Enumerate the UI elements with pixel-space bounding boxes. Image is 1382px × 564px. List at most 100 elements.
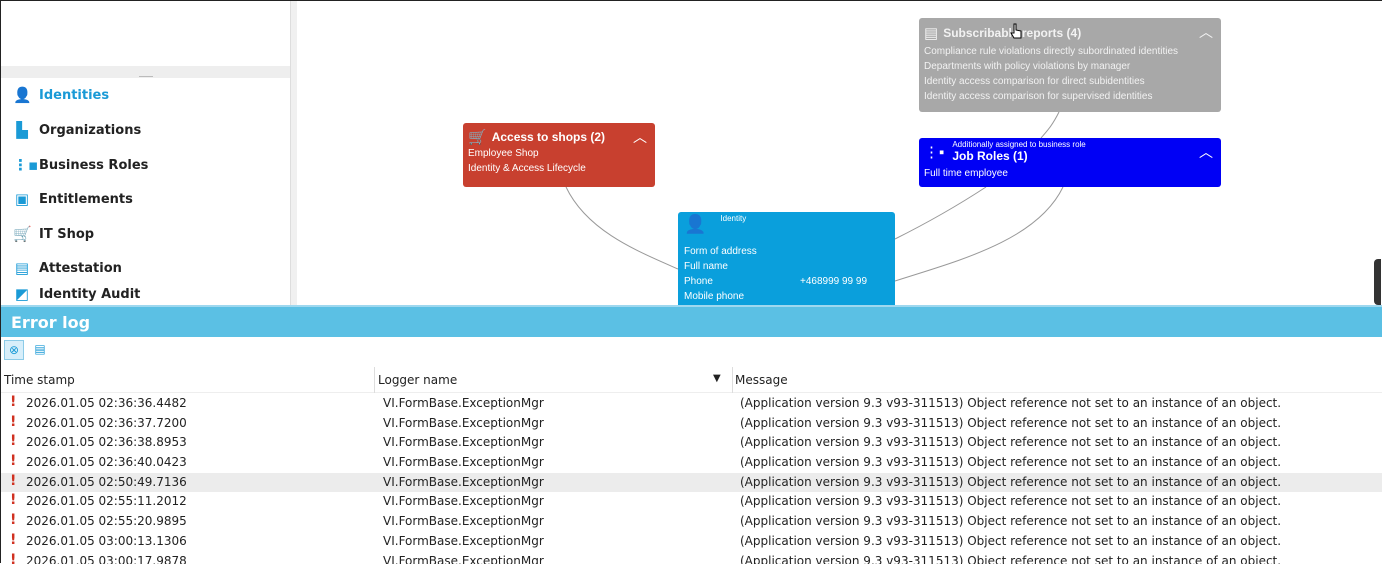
error-icon: ! bbox=[10, 394, 16, 410]
timestamp-cell: 2026.01.05 02:50:49.7136 bbox=[26, 475, 187, 489]
card-item[interactable]: Departments with policy violations by ma… bbox=[924, 59, 1216, 74]
error-icon: ! bbox=[10, 414, 16, 430]
error-icon: ! bbox=[10, 433, 16, 449]
column-header-message[interactable]: Message bbox=[735, 373, 788, 387]
sidebar-item-it-shop[interactable]: 🛒 IT Shop bbox=[13, 225, 94, 243]
card-item[interactable]: Employee Shop bbox=[468, 146, 650, 161]
hyperview-canvas: 🛒 Access to shops (2) ︿ Employee Shop Ide… bbox=[297, 1, 1382, 305]
message-cell: (Application version 9.3 v93-311513) Obj… bbox=[740, 455, 1281, 469]
timestamp-cell: 2026.01.05 02:55:11.2012 bbox=[26, 494, 187, 508]
connector-jobroles-1 bbox=[895, 187, 986, 239]
sidebar-item-attestation[interactable]: ▤ Attestation bbox=[13, 259, 122, 277]
table-row[interactable]: ! 2026.01.05 02:36:38.8953 VI.FormBase.Exc… bbox=[1, 433, 1382, 453]
connector-jobroles-2 bbox=[895, 187, 1063, 281]
card-subtitle: Additionally assigned to business role bbox=[952, 140, 1085, 149]
field-label: Mobile phone bbox=[684, 291, 744, 302]
logger-cell: VI.FormBase.ExceptionMgr bbox=[383, 475, 544, 489]
table-row[interactable]: ! 2026.01.05 02:55:11.2012 VI.FormBase.Exc… bbox=[1, 492, 1382, 512]
timestamp-cell: 2026.01.05 03:00:13.1306 bbox=[26, 534, 187, 548]
card-subtitle: Identity bbox=[720, 214, 746, 244]
pane-splitter[interactable] bbox=[290, 1, 297, 305]
certificate-icon: ▤ bbox=[13, 259, 31, 277]
logger-cell: VI.FormBase.ExceptionMgr bbox=[383, 416, 544, 430]
collapse-chevron-icon[interactable]: ︿ bbox=[633, 127, 647, 147]
message-cell: (Application version 9.3 v93-311513) Obj… bbox=[740, 435, 1281, 449]
clear-log-button[interactable]: ⊗ bbox=[4, 340, 24, 360]
identity-card[interactable]: 👤 Identity Form of address Full name Phon… bbox=[678, 212, 895, 305]
timestamp-cell: 2026.01.05 03:00:17.9878 bbox=[26, 554, 187, 564]
hierarchy-icon: ⋮▪ bbox=[13, 156, 31, 174]
logger-cell: VI.FormBase.ExceptionMgr bbox=[383, 554, 544, 564]
timestamp-cell: 2026.01.05 02:36:36.4482 bbox=[26, 396, 187, 410]
column-header-timestamp[interactable]: Time stamp bbox=[4, 373, 75, 387]
logger-cell: VI.FormBase.ExceptionMgr bbox=[383, 534, 544, 548]
collapse-chevron-icon[interactable]: ︿ bbox=[1199, 142, 1213, 162]
person-icon: 👤 bbox=[13, 86, 31, 104]
phone-value: +468999 99 99 bbox=[800, 274, 867, 289]
logger-cell: VI.FormBase.ExceptionMgr bbox=[383, 514, 544, 528]
card-item[interactable]: Identity access comparison for supervise… bbox=[924, 89, 1216, 104]
sidebar-item-identity-audit[interactable]: ◩Identity Audit bbox=[13, 285, 140, 303]
message-cell: (Application version 9.3 v93-311513) Obj… bbox=[740, 514, 1281, 528]
field-label: Phone bbox=[684, 276, 713, 287]
cart-icon: 🛒 bbox=[13, 225, 31, 243]
logger-cell: VI.FormBase.ExceptionMgr bbox=[383, 435, 544, 449]
error-icon: ! bbox=[10, 492, 16, 508]
sidebar-item-label: IT Shop bbox=[39, 227, 94, 242]
error-icon: ! bbox=[10, 473, 16, 489]
building-icon: ▙ bbox=[13, 121, 31, 139]
sidebar-item-label: Business Roles bbox=[39, 158, 148, 173]
card-item[interactable]: Identity access comparison for direct su… bbox=[924, 74, 1216, 89]
field-label: Full name bbox=[684, 261, 728, 272]
error-log-toolbar: ⊗ ▤ bbox=[1, 337, 1382, 363]
cart-icon: 🛒 bbox=[468, 128, 487, 146]
timestamp-cell: 2026.01.05 02:36:38.8953 bbox=[26, 435, 187, 449]
sidebar-item-entitlements[interactable]: ▣Entitlements bbox=[13, 190, 133, 208]
card-title: Job Roles (1) bbox=[952, 149, 1085, 163]
entitlement-icon: ▣ bbox=[13, 190, 31, 208]
message-cell: (Application version 9.3 v93-311513) Obj… bbox=[740, 475, 1281, 489]
error-icon: ! bbox=[10, 552, 16, 564]
sidebar-item-label: Identities bbox=[39, 88, 109, 103]
column-header-logger[interactable]: Logger name bbox=[378, 373, 457, 387]
card-title: Access to shops (2) bbox=[492, 130, 605, 144]
message-cell: (Application version 9.3 v93-311513) Obj… bbox=[740, 534, 1281, 548]
error-icon: ! bbox=[10, 453, 16, 469]
access-to-shops-card[interactable]: 🛒 Access to shops (2) ︿ Employee Shop Ide… bbox=[463, 123, 655, 187]
splitter-handle[interactable] bbox=[1, 66, 291, 78]
save-log-button[interactable]: ▤ bbox=[30, 340, 50, 360]
job-roles-card[interactable]: ⋮▪ Additionally assigned to business role… bbox=[919, 138, 1221, 187]
person-icon: 👤 bbox=[684, 214, 706, 244]
field-label: Form of address bbox=[684, 246, 757, 257]
connector-reports bbox=[1041, 112, 1059, 138]
sidebar-item-label: Identity Audit bbox=[39, 287, 140, 302]
navigation-sidebar: 👤 Identities ▙ Organizations ⋮▪ Business Ro… bbox=[1, 1, 291, 305]
sidebar-item-organizations[interactable]: ▙ Organizations bbox=[13, 121, 141, 139]
card-item[interactable]: Identity & Access Lifecycle bbox=[468, 161, 650, 176]
column-headers: Time stamp Logger name ▼ Message bbox=[1, 367, 1382, 393]
filter-dropdown-icon[interactable]: ▼ bbox=[713, 373, 721, 384]
table-row[interactable]: ! 2026.01.05 02:50:49.7136 VI.FormBase.Exc… bbox=[1, 473, 1382, 493]
table-row[interactable]: ! 2026.01.05 03:00:17.9878 VI.FormBase.Exc… bbox=[1, 552, 1382, 564]
timestamp-cell: 2026.01.05 02:36:40.0423 bbox=[26, 455, 187, 469]
message-cell: (Application version 9.3 v93-311513) Obj… bbox=[740, 416, 1281, 430]
subscribable-reports-card[interactable]: ▤Subscribable reports (4) ︿ Compliance r… bbox=[919, 18, 1221, 112]
sidebar-item-business-roles[interactable]: ⋮▪ Business Roles bbox=[13, 156, 148, 174]
sidebar-item-identities[interactable]: 👤 Identities bbox=[13, 86, 109, 104]
timestamp-cell: 2026.01.05 02:55:20.9895 bbox=[26, 514, 187, 528]
card-item[interactable]: Compliance rule violations directly subo… bbox=[924, 44, 1216, 59]
connector-shops bbox=[566, 187, 678, 269]
logger-cell: VI.FormBase.ExceptionMgr bbox=[383, 494, 544, 508]
hierarchy-icon: ⋮▪ bbox=[924, 140, 944, 166]
sidebar-item-label: Attestation bbox=[39, 261, 122, 276]
card-item[interactable]: Full time employee bbox=[924, 166, 1216, 181]
collapse-chevron-icon[interactable]: ︿ bbox=[1199, 22, 1213, 42]
side-panel-tab[interactable] bbox=[1374, 259, 1381, 305]
sidebar-item-label: Organizations bbox=[39, 123, 141, 138]
